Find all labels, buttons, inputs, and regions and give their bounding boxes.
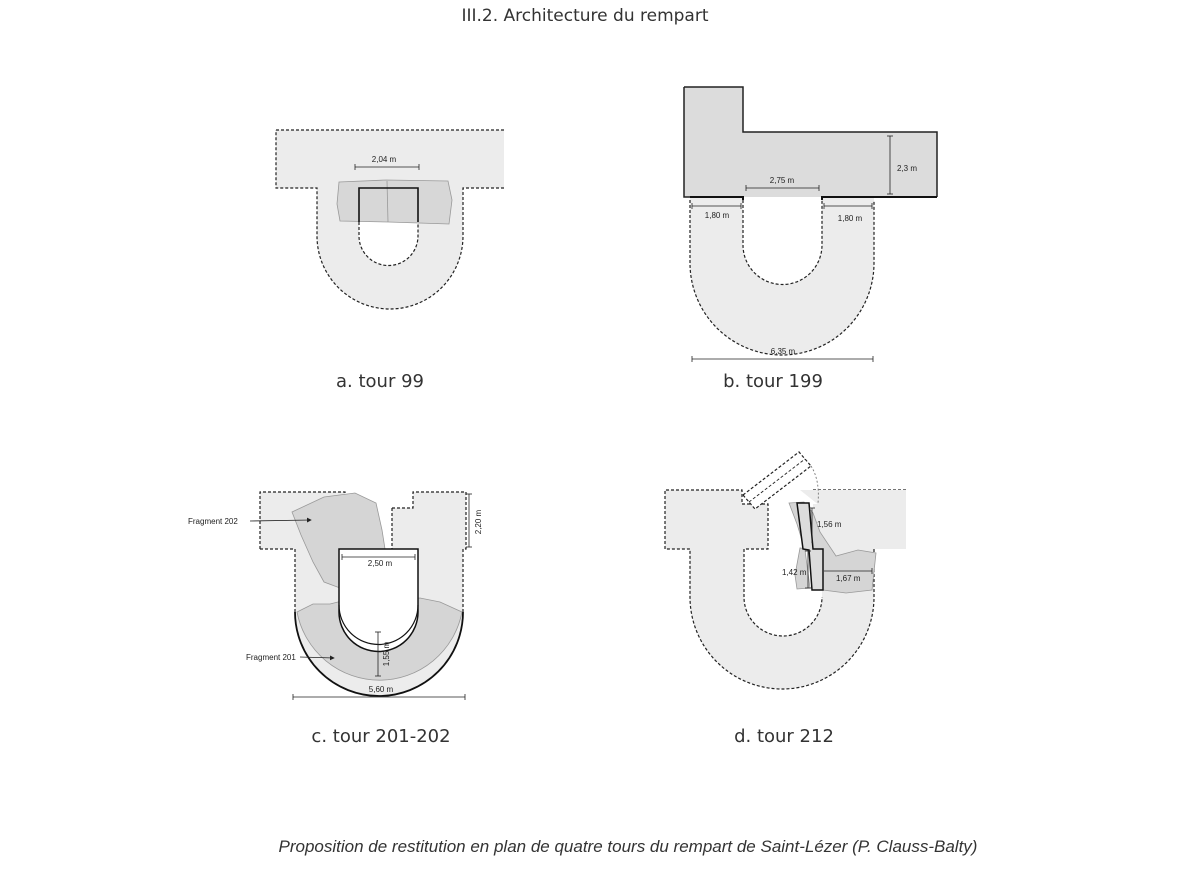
- plan-c-dim-wall-thickness: 1,55 m: [382, 641, 391, 666]
- plan-b-dim-wall-left: 1,80 m: [705, 211, 730, 220]
- plan-c-dim-depth: 2,20 m: [474, 509, 483, 534]
- plan-d-tour-212: 1,56 m 1,42 m 1,67 m: [664, 451, 906, 690]
- plan-a-caption: a. tour 99: [336, 371, 424, 392]
- plan-b-tour-199: 2,75 m 1,80 m 1,80 m 2,3 m 6,35 m: [683, 86, 938, 362]
- plan-b-dim-wall-right: 1,80 m: [838, 214, 863, 223]
- plan-c-label-fragment-202: Fragment 202: [188, 517, 238, 526]
- plan-c-dim-outer-width: 5,60 m: [369, 685, 394, 694]
- figure-caption: Proposition de restitution en plan de qu…: [278, 837, 978, 856]
- plan-c-tour-201-202: 2,50 m 2,20 m 1,55 m 5,60 m Fragment 202…: [188, 491, 483, 700]
- plan-b-dim-inner-width: 2,75 m: [770, 176, 795, 185]
- plan-b-dim-outer-width: 6,35 m: [771, 347, 796, 356]
- plan-b-caption: b. tour 199: [723, 371, 823, 392]
- plan-c-dim-inner-width: 2,50 m: [368, 559, 393, 568]
- plan-a-tour-99: 2,04 m: [275, 129, 504, 310]
- plan-d-caption: d. tour 212: [734, 726, 834, 747]
- plan-d-dim-upper: 1,56 m: [817, 520, 842, 529]
- page-title: III.2. Architecture du rempart: [461, 6, 709, 26]
- plan-b-dim-depth: 2,3 m: [897, 164, 917, 173]
- plan-c-label-fragment-201: Fragment 201: [246, 653, 296, 662]
- plan-d-wall: [665, 490, 906, 689]
- plan-a-fragment: [336, 179, 453, 225]
- plan-d-dim-left: 1,42 m: [782, 568, 807, 577]
- plan-c-caption: c. tour 201-202: [311, 726, 451, 747]
- plan-a-dim-inner-width: 2,04 m: [372, 155, 397, 164]
- plan-d-dim-right: 1,67 m: [836, 574, 861, 583]
- plan-b-inner-void: [743, 197, 822, 285]
